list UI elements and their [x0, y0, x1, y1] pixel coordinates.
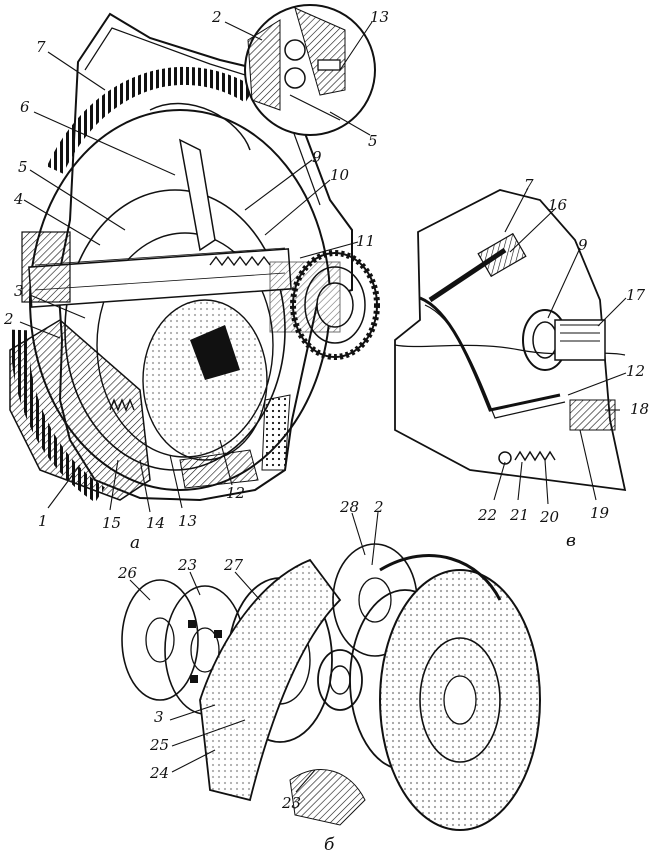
labels-view-b: 26 23 27 28 2 3 25 24 23 — [117, 498, 384, 812]
label-b-27: 27 — [223, 556, 244, 574]
label-b-3: 3 — [154, 708, 164, 726]
label-b-24: 24 — [149, 764, 169, 782]
label-a-6: 6 — [20, 98, 30, 116]
label-a-5: 5 — [18, 158, 28, 176]
label-v-17: 17 — [626, 286, 646, 304]
label-b-23: 23 — [177, 556, 197, 574]
label-a-4: 4 — [13, 190, 24, 208]
label-v-22: 22 — [477, 506, 497, 524]
label-v-20: 20 — [539, 508, 560, 526]
label-v-9: 9 — [578, 236, 588, 254]
caption-a: а — [130, 533, 140, 553]
label-a-10: 10 — [330, 166, 350, 184]
view-captions: а в б — [130, 531, 576, 855]
labels-inset: 2 13 5 — [211, 8, 389, 150]
label-a-1: 1 — [38, 512, 48, 530]
label-b-23b: 23 — [281, 794, 301, 812]
labels-view-a: 7 6 5 4 3 2 9 10 11 1 15 14 13 12 — [3, 38, 375, 532]
label-v-19: 19 — [590, 504, 610, 522]
label-b-2: 2 — [373, 498, 384, 516]
label-v-12: 12 — [626, 362, 645, 380]
leader-lines — [19, 21, 627, 793]
labels-view-v: 7 16 9 17 12 18 22 21 20 19 — [477, 176, 649, 526]
label-a-13: 13 — [178, 512, 197, 530]
label-a-15: 15 — [102, 514, 121, 532]
label-inset-2: 2 — [211, 8, 222, 26]
label-a-12: 12 — [226, 484, 245, 502]
label-a-3: 3 — [14, 282, 24, 300]
label-b-28: 28 — [339, 498, 359, 516]
label-a-9: 9 — [312, 148, 322, 166]
view-v-release-mechanism — [394, 189, 627, 492]
label-v-18: 18 — [630, 400, 649, 418]
label-a-14: 14 — [146, 514, 165, 532]
caption-b: б — [324, 835, 335, 855]
label-a-7: 7 — [36, 38, 46, 56]
label-v-16: 16 — [548, 196, 568, 214]
caption-v: в — [566, 531, 576, 551]
label-a-2: 2 — [3, 310, 14, 328]
label-inset-13: 13 — [370, 8, 389, 26]
label-inset-5: 5 — [368, 132, 378, 150]
view-a-clutch-cutaway — [9, 12, 380, 503]
label-a-11: 11 — [356, 232, 375, 250]
label-v-21: 21 — [509, 506, 529, 524]
label-v-7: 7 — [524, 176, 534, 194]
label-b-26: 26 — [117, 564, 138, 582]
label-b-25: 25 — [149, 736, 169, 754]
inset-detail-circle — [244, 4, 376, 136]
view-b-exploded-discs — [121, 543, 541, 831]
